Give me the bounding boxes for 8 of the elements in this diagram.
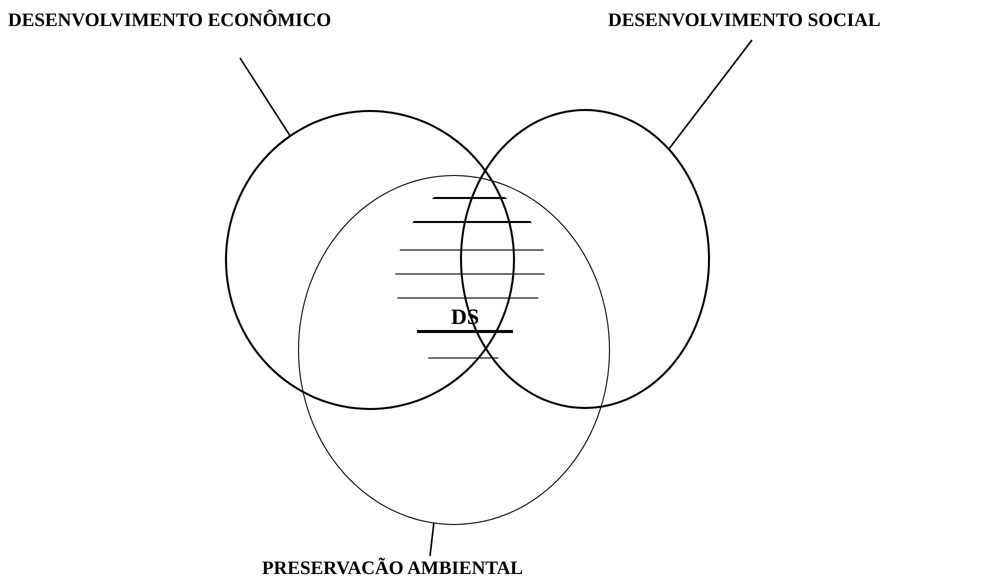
- venn-circle: [225, 110, 515, 410]
- venn-circle: [298, 175, 610, 525]
- leader-line: [429, 523, 435, 556]
- group-label: DESENVOLVIMENTO SOCIAL: [608, 10, 881, 32]
- group-label: DESENVOLVIMENTO ECONÔMICO: [8, 10, 332, 32]
- group-label: PRESERVACÃO AMBIENTAL: [262, 558, 523, 580]
- leader-line: [668, 40, 753, 149]
- leader-line: [239, 58, 290, 136]
